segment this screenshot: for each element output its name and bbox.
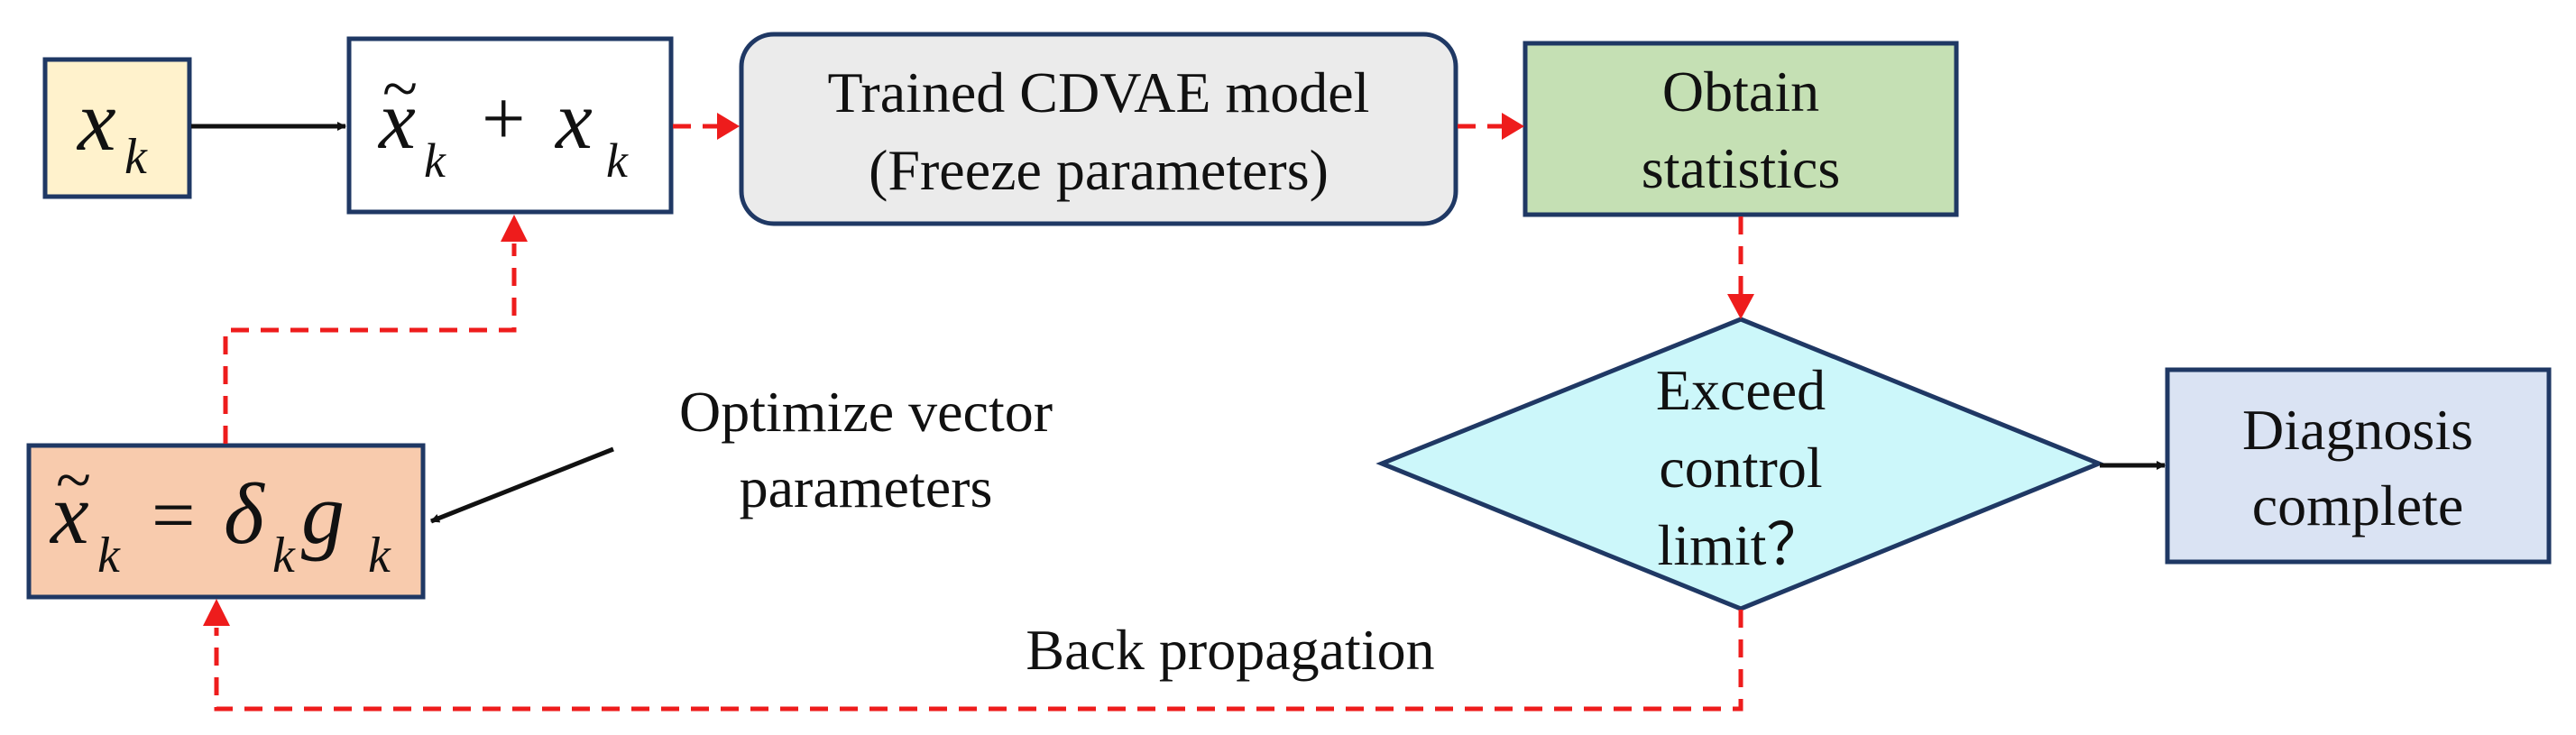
model-node: Trained CDVAE model (Freeze parameters)	[739, 32, 1458, 226]
stats-line-1: Obtain	[1662, 60, 1819, 124]
decision-line-2: control	[1659, 436, 1822, 500]
input-box	[42, 57, 192, 199]
sum-operator: +	[482, 75, 526, 161]
model-box	[739, 32, 1458, 226]
perturb-node: ~ x k = δ k g k	[26, 443, 426, 600]
arrowhead-stats-to-decision	[1727, 294, 1754, 319]
decision-diamond	[1375, 317, 2105, 611]
diagnosis-box	[2165, 367, 2552, 565]
perturb-tilde: ~	[56, 444, 91, 516]
model-subtitle: (Freeze parameters)	[869, 138, 1329, 202]
arrowhead-model-to-stats	[1502, 113, 1524, 140]
sum-subscript-2: k	[606, 133, 629, 188]
diagnosis-line-1: Diagnosis	[2242, 398, 2473, 462]
arrowhead-backpropagation	[203, 599, 230, 626]
decision-line-3: limit？	[1658, 513, 1825, 577]
arrowhead-perturb-to-sum	[501, 215, 528, 242]
sum-subscript-1: k	[424, 133, 446, 188]
model-title: Trained CDVAE model	[828, 60, 1370, 124]
perturb-subscript-1: k	[97, 528, 121, 583]
sum-tilde: ~	[382, 52, 418, 124]
input-subscript: k	[124, 129, 148, 185]
decision-line-1: Exceed	[1656, 358, 1826, 422]
optimize-line-1: Optimize vector	[679, 380, 1053, 444]
arrow-backpropagation	[214, 610, 1743, 712]
perturb-box	[26, 443, 426, 600]
arrow-perturb-to-sum	[223, 243, 517, 444]
solid-connectors	[191, 122, 2166, 524]
optimize-line-2: parameters	[740, 455, 993, 519]
sum-variable-1: x	[377, 74, 416, 166]
decision-node: Exceed control limit？	[1375, 317, 2105, 611]
input-node: x k	[42, 57, 192, 199]
sum-node: ~ x k + x k	[346, 36, 674, 215]
stats-node: Obtain statistics	[1523, 41, 1959, 217]
diagnosis-node: Diagnosis complete	[2165, 367, 2552, 565]
arrowhead-sum-to-model	[717, 113, 740, 140]
dashed-arrowheads	[203, 113, 1754, 626]
perturb-equals: =	[152, 472, 196, 558]
stats-line-2: statistics	[1642, 136, 1840, 200]
perturb-delta: δ	[224, 465, 265, 562]
input-variable: x	[76, 72, 116, 169]
perturb-subscript-2: k	[272, 528, 296, 583]
sum-variable-2: x	[554, 74, 593, 166]
sum-box	[346, 36, 674, 215]
perturb-g: g	[301, 465, 345, 562]
stats-box	[1523, 41, 1959, 217]
backpropagation-label: Back propagation	[1026, 618, 1434, 682]
perturb-subscript-3: k	[368, 528, 391, 583]
arrow-optimize-annotation	[430, 446, 614, 524]
diagnosis-line-2: complete	[2252, 473, 2464, 537]
optimize-annotation: Optimize vector parameters	[679, 380, 1053, 519]
dashed-connectors	[214, 124, 1743, 712]
perturb-variable: x	[49, 465, 89, 562]
